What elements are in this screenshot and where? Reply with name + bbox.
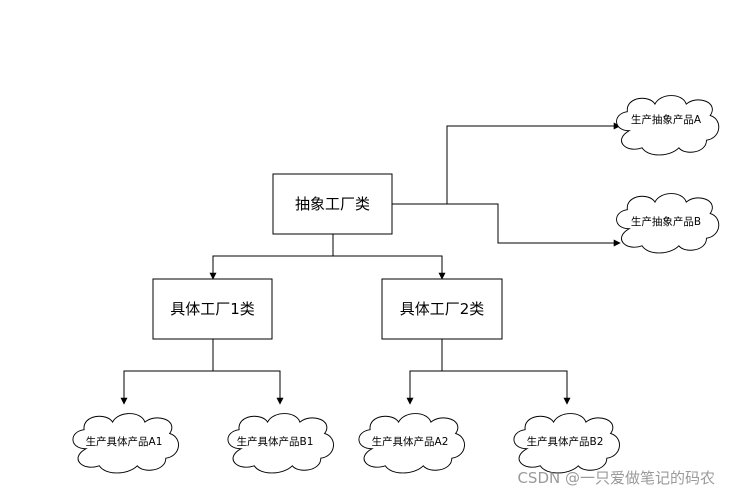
product-a1-cloud: 生产具体产品A1 [72, 413, 179, 474]
connector-to-factory-1 [209, 234, 334, 280]
factory-1-box: 具体工厂1类 [152, 278, 273, 340]
csdn-watermark: CSDN @一只爱做笔记的码农 [517, 469, 715, 487]
product-a2-cloud: 生产具体产品A2 [358, 413, 465, 474]
factory-1-label: 具体工厂1类 [170, 300, 255, 318]
product-b1-cloud: 生产具体产品B1 [227, 413, 334, 474]
product-a2-label: 生产具体产品A2 [372, 435, 449, 448]
connector-to-abstract-product-a [392, 122, 621, 205]
product-b2-label: 生产具体产品B2 [527, 435, 604, 448]
factory-2-label: 具体工厂2类 [400, 300, 485, 318]
connector-to-abstract-product-b [392, 203, 621, 247]
abstract-product-b-label: 生产抽象产品B [631, 215, 701, 228]
abstract-product-a-label: 生产抽象产品A [631, 113, 702, 126]
connector-to-product-b2 [442, 370, 571, 405]
product-b2-cloud: 生产具体产品B2 [513, 413, 620, 474]
abstract-factory-label: 抽象工厂类 [295, 195, 370, 213]
product-a1-label: 生产具体产品A1 [86, 435, 163, 448]
connector-to-product-a1 [120, 339, 214, 405]
connectors [120, 122, 621, 405]
abstract-product-b-cloud: 生产抽象产品B [616, 193, 720, 254]
connector-to-product-a2 [406, 339, 443, 405]
abstract-product-a-cloud: 生产抽象产品A [616, 95, 720, 156]
connector-to-factory-2 [333, 255, 446, 280]
product-b1-label: 生产具体产品B1 [237, 435, 314, 448]
factory-2-box: 具体工厂2类 [381, 278, 503, 340]
abstract-factory-box: 抽象工厂类 [272, 173, 393, 235]
connector-to-product-b1 [213, 370, 284, 405]
